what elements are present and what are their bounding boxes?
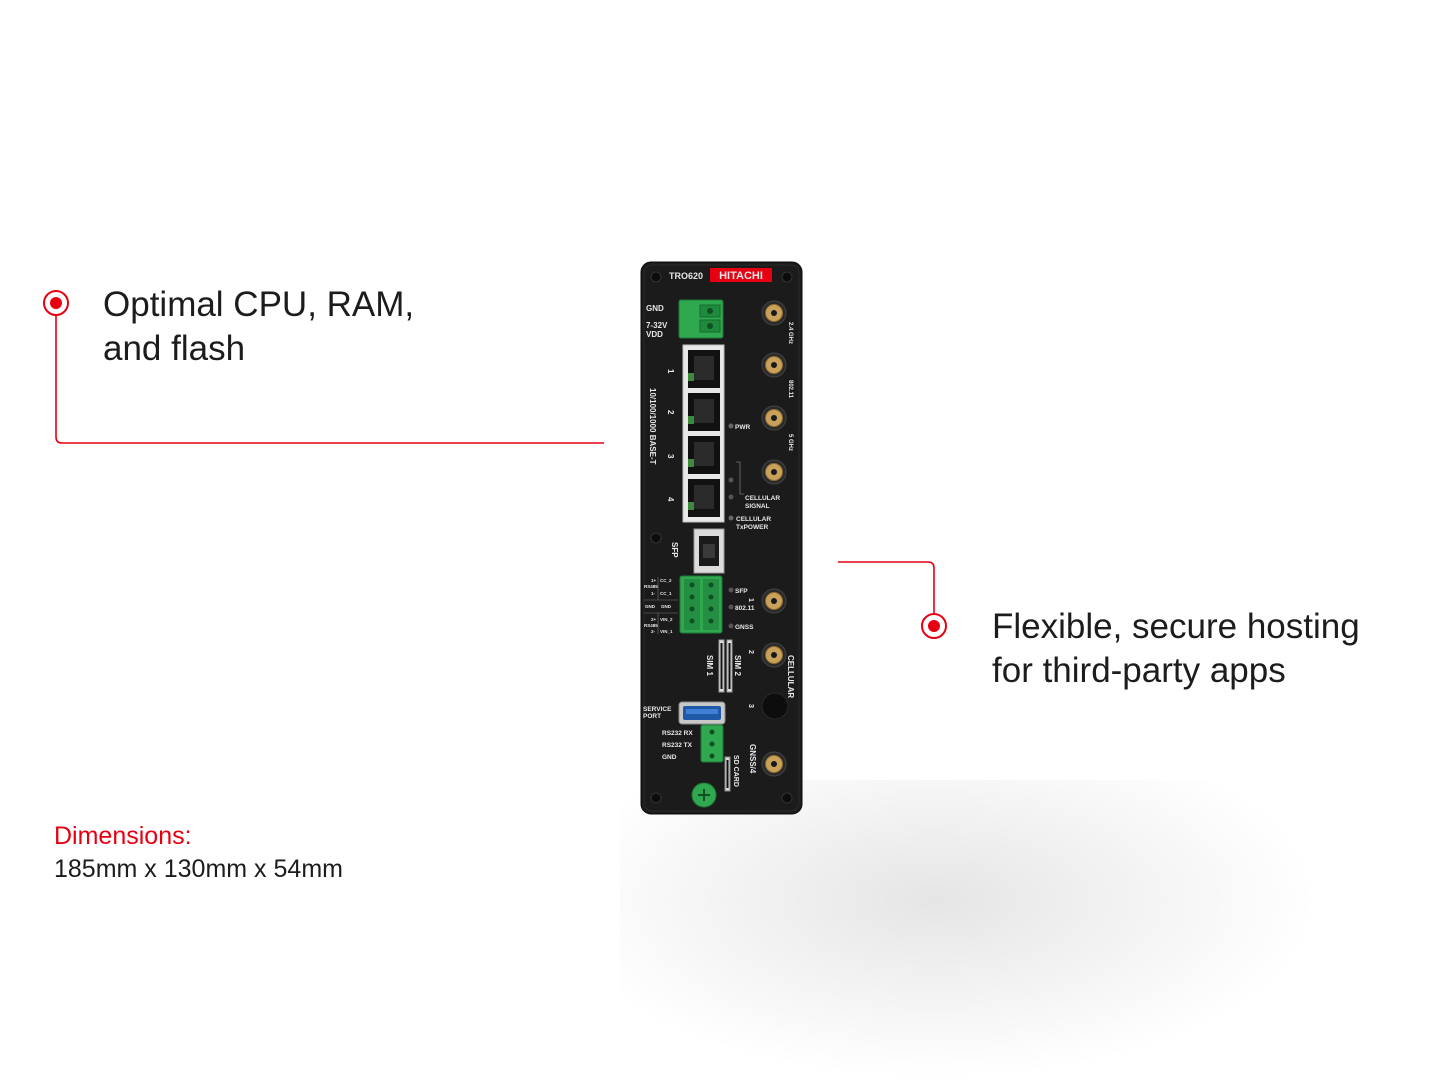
serial-label: RS232 TX — [662, 742, 693, 749]
sim-slot[interactable] — [718, 639, 725, 693]
model-label: TRO620 — [669, 271, 703, 281]
antenna-label: 802.11 — [787, 380, 793, 399]
cellular-number: 1 — [747, 598, 754, 602]
antenna-connector — [761, 300, 787, 326]
sfp-port-label: SFP — [670, 542, 679, 558]
terminal-label: 1+ — [651, 578, 657, 583]
sim-slot[interactable] — [726, 639, 733, 693]
cellular-signal-led-label: SIGNAL — [745, 503, 770, 510]
antenna-connector — [761, 642, 787, 668]
router-device: TRO620 HITACHI GND 7-32V VDD 10/100/1000… — [640, 261, 803, 815]
sfp-led-label: SFP — [735, 588, 748, 595]
antenna-connector — [761, 751, 787, 777]
ground-screw-icon — [691, 782, 717, 808]
callout-cpu-ram-flash: Optimal CPU, RAM, and flash — [103, 283, 414, 371]
power-label: VDD — [646, 330, 663, 339]
serial-label: GND — [662, 754, 677, 761]
terminal-label: 2+ — [651, 617, 657, 622]
callout-leader-right — [838, 561, 947, 639]
callout-leader-left — [43, 290, 604, 444]
power-label: GND — [646, 304, 664, 313]
usb-service-port[interactable] — [678, 701, 726, 725]
callout-line: Flexible, secure hosting — [992, 607, 1360, 646]
terminal-label: GND — [661, 604, 672, 609]
antenna-label: 5 GHz — [787, 434, 793, 451]
power-label: 7-32V — [646, 321, 668, 330]
terminal-label: GND — [645, 604, 656, 609]
antenna-connector — [761, 459, 787, 485]
gnss-antenna-label: GNSS/4 — [748, 744, 757, 774]
brand-badge — [710, 268, 772, 282]
terminal-label: 1- — [651, 591, 656, 596]
sim-label: SIM 2 — [733, 655, 742, 676]
port-number: 3 — [666, 454, 675, 459]
terminal-label: RS485 — [644, 584, 658, 589]
ethernet-port[interactable] — [688, 393, 720, 431]
port-number: 4 — [666, 497, 675, 502]
antenna-connector — [761, 405, 787, 431]
callout-line: for third-party apps — [992, 651, 1286, 690]
service-port-label: PORT — [643, 713, 661, 720]
antenna-cap — [761, 692, 789, 720]
dimensions-value: 185mm x 130mm x 54mm — [54, 855, 343, 883]
terminal-label: VIN_1 — [660, 629, 673, 634]
ethernet-port[interactable] — [688, 350, 720, 388]
ethernet-port[interactable] — [688, 479, 720, 517]
callout-line: Optimal CPU, RAM, — [103, 285, 415, 324]
callout-third-party-apps: Flexible, secure hosting for third-party… — [992, 605, 1360, 693]
gnss-led-label: GNSS — [735, 624, 754, 631]
rs232-terminal-block — [700, 724, 724, 763]
cellular-number: 3 — [747, 704, 754, 708]
cellular-label: CELLULAR — [786, 655, 795, 698]
cellular-signal-led-label: CELLULAR — [745, 495, 780, 502]
pwr-led-label: PWR — [735, 424, 750, 431]
serial-label: RS232 RX — [662, 730, 693, 737]
brand-logo: HITACHI — [719, 270, 763, 282]
terminal-label: CC_2 — [660, 578, 672, 583]
sfp-port[interactable] — [693, 528, 725, 574]
sim-label: SIM 1 — [705, 655, 714, 676]
port-number: 1 — [666, 369, 675, 374]
ethernet-port[interactable] — [688, 436, 720, 474]
ethernet-label: 10/100/1000 BASE-T — [648, 388, 657, 465]
antenna-connector — [761, 352, 787, 378]
callout-line: and flash — [103, 329, 246, 368]
cellular-txpower-led-label: CELLULAR — [736, 516, 771, 523]
terminal-label: VIN_2 — [660, 617, 673, 622]
power-terminal-block — [678, 299, 724, 339]
sd-card-label: SD CARD — [732, 755, 739, 787]
dimensions-label: Dimensions: — [54, 822, 192, 850]
service-port-label: SERVICE — [643, 706, 672, 713]
terminal-label: 2- — [651, 629, 656, 634]
led-indicator — [728, 587, 734, 629]
led-indicator — [728, 423, 734, 521]
antenna-connector — [761, 588, 787, 614]
cellular-number: 2 — [747, 650, 754, 654]
port-number: 2 — [666, 410, 675, 415]
sd-card-slot[interactable] — [724, 756, 731, 792]
screw-icon — [650, 271, 793, 804]
antenna-label: 2.4 GHz — [787, 322, 793, 344]
terminal-label: CC_1 — [660, 591, 672, 596]
wifi-led-label: 802.11 — [735, 605, 755, 612]
io-terminal-block — [679, 575, 723, 634]
terminal-label: RS485 — [644, 623, 658, 628]
cellular-txpower-led-label: TxPOWER — [736, 524, 768, 531]
ethernet-port-block — [682, 344, 725, 523]
